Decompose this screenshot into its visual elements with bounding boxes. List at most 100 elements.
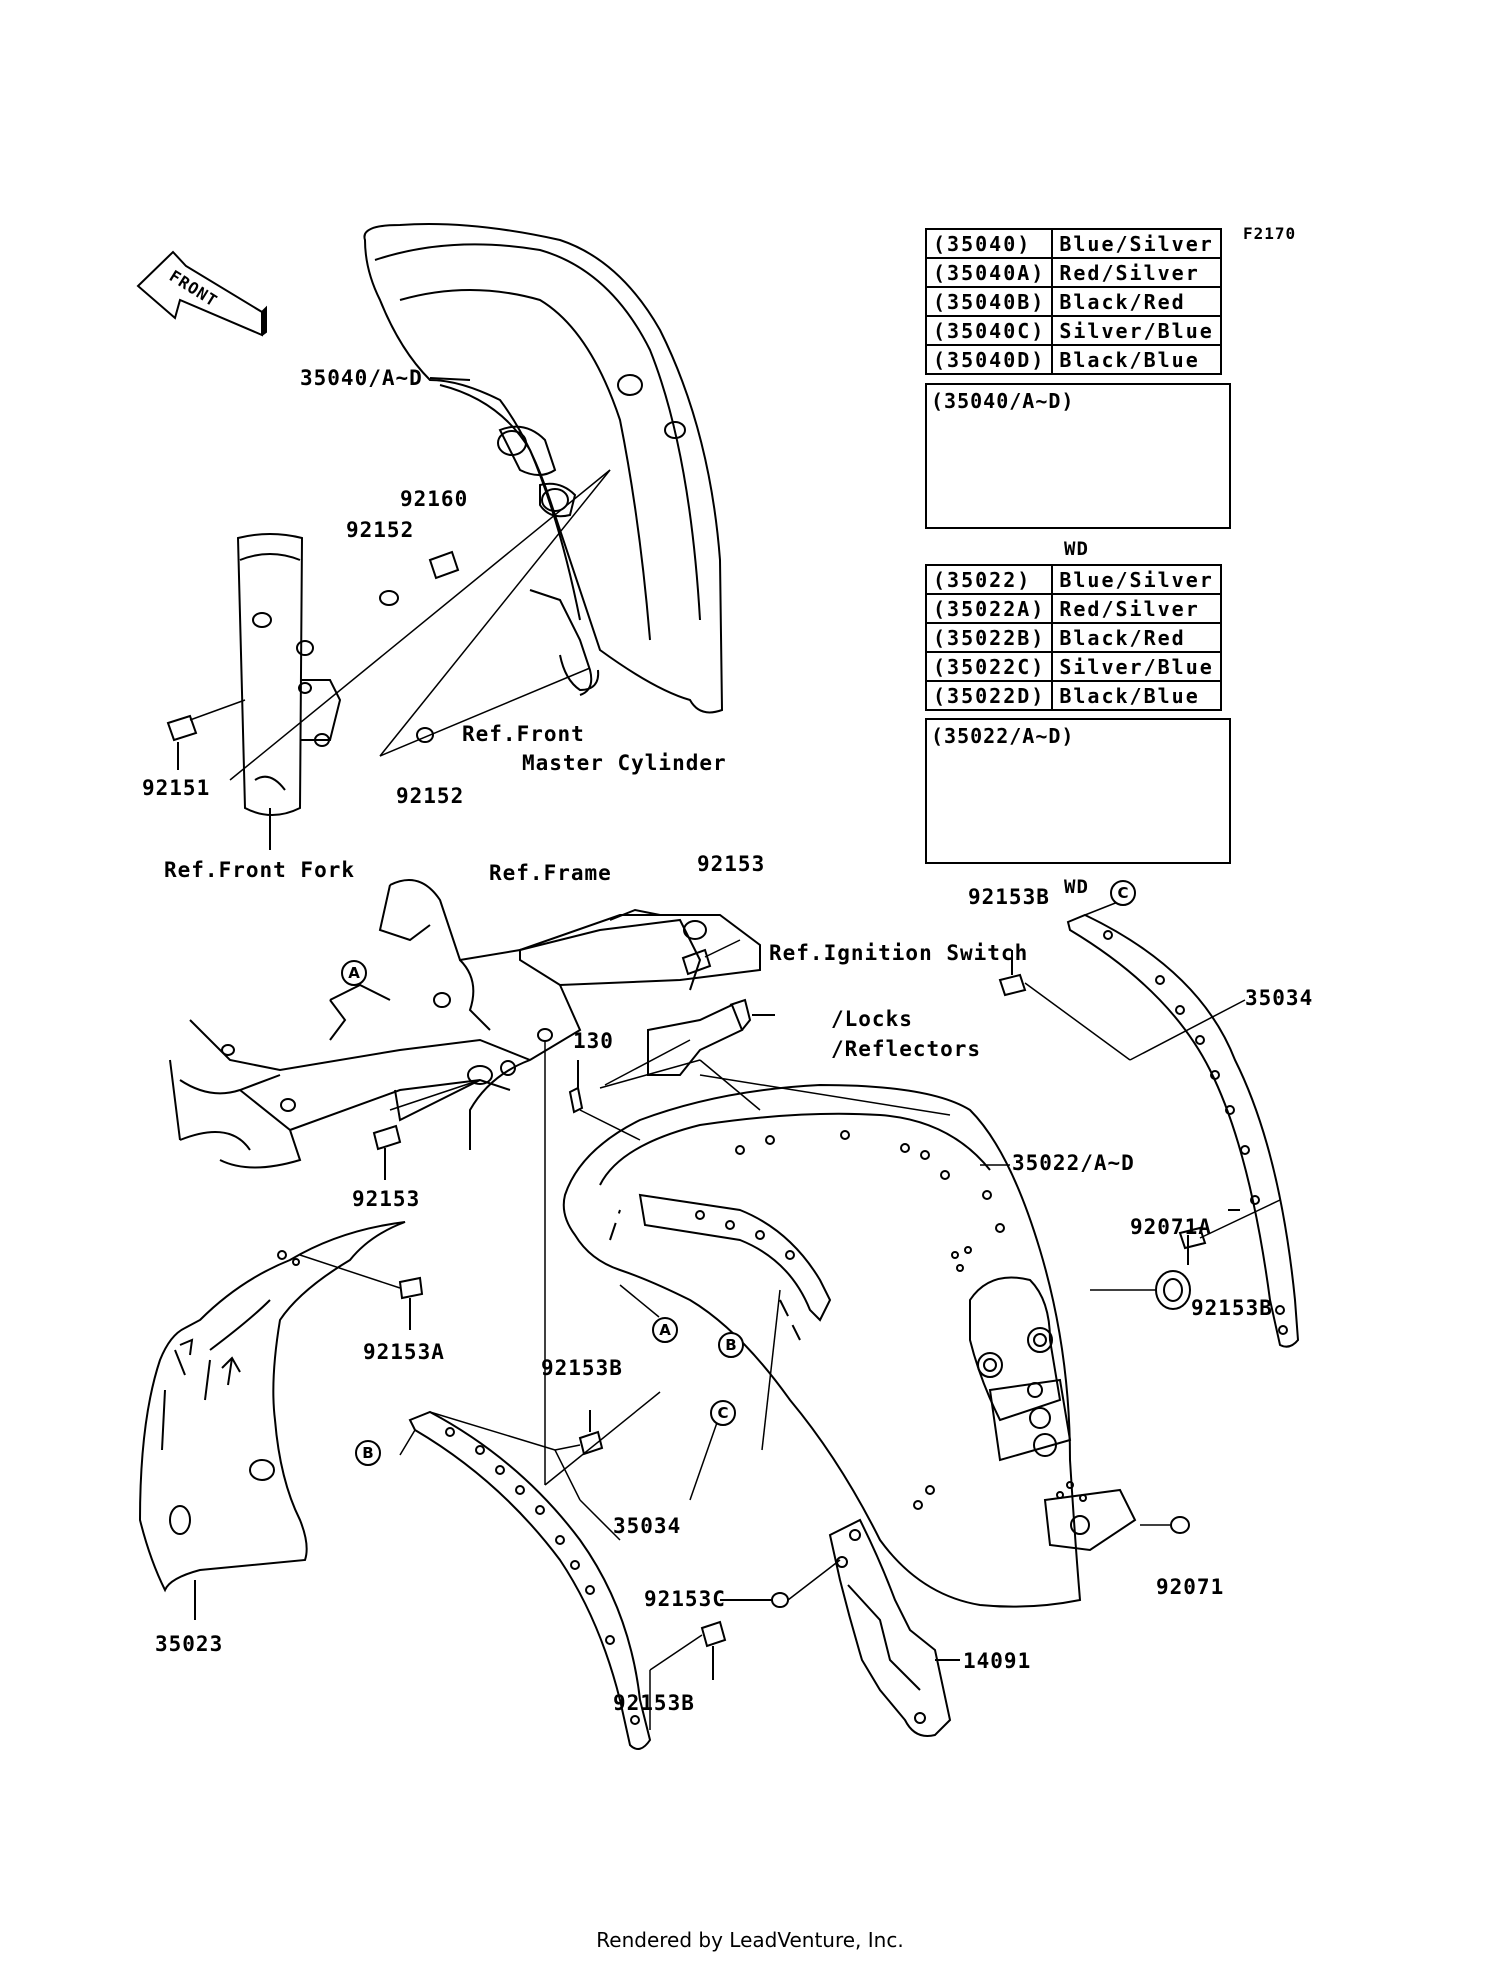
bolt-92153b-bottom-icon: [700, 1620, 727, 1648]
ref-frame: Ref.Frame: [489, 861, 612, 885]
ref-ignition-3: /Reflectors: [831, 1037, 982, 1061]
table-row: (35022A)Red/Silver: [924, 593, 1222, 624]
color-cell: Black/Red: [1051, 622, 1222, 653]
bolt-92153-left-icon: [372, 1124, 402, 1151]
grommet-92071a-icon: [1155, 1270, 1191, 1310]
part-code-cell: (35040C): [924, 315, 1054, 346]
ref-front-fork: Ref.Front Fork: [164, 858, 356, 882]
bracket-14091-drawing: [828, 1518, 952, 1737]
strip-35034-right-drawing: [1066, 913, 1300, 1348]
ref-ignition-2: /Locks: [831, 1007, 913, 1031]
table-row: (35040B)Black/Red: [924, 286, 1222, 317]
part-code-cell: (35040D): [924, 344, 1054, 375]
callout-a-fender: A: [652, 1317, 678, 1343]
color-cell: Blue/Silver: [1051, 564, 1222, 595]
ignition-bracket-icon: [647, 1003, 744, 1076]
rear-fender-drawing: [562, 1083, 1137, 1608]
color-cell: Red/Silver: [1051, 257, 1222, 288]
callout-c-strip: C: [1110, 880, 1136, 906]
bolt-92153b-wd-icon: [998, 973, 1027, 997]
bolt-92153b-mid-icon: [578, 1430, 604, 1456]
color-cell: Red/Silver: [1051, 593, 1222, 624]
label-130: 130: [573, 1029, 614, 1053]
table-row: (35022D)Black/Blue: [924, 680, 1222, 711]
label-front-fender: 35040/A~D: [300, 366, 423, 390]
strip-35034-left-drawing: [408, 1410, 652, 1750]
leader-front-fender: [429, 377, 471, 381]
label-92153b-right: 92153B: [1191, 1296, 1273, 1320]
color-table-35040: (35040)Blue/Silver (35040A)Red/Silver (3…: [924, 228, 1222, 375]
front-fender-drawing: [363, 223, 724, 714]
part-code-cell: (35022C): [924, 651, 1054, 682]
bolt-92151-icon: [166, 714, 198, 742]
color-cell: Silver/Blue: [1051, 315, 1222, 346]
bolt-130-icon: [568, 1086, 584, 1114]
color-cell: Blue/Silver: [1051, 228, 1222, 259]
label-92153b-wd: 92153B: [968, 885, 1050, 909]
label-35034-right: 35034: [1245, 986, 1314, 1010]
wd-label-1: WD: [1064, 538, 1089, 560]
label-92152-bottom: 92152: [396, 784, 465, 808]
cover-35023-drawing: [138, 1221, 406, 1593]
callout-b-fender: B: [718, 1332, 744, 1358]
washer-92152-icon: [379, 590, 399, 606]
label-92160: 92160: [400, 487, 469, 511]
table-row: (35040)Blue/Silver: [924, 228, 1222, 259]
label-92153-left: 92153: [352, 1187, 421, 1211]
grommet-92071-icon: [1170, 1516, 1190, 1534]
inset-box-35022: (35022/A~D): [925, 718, 1231, 864]
bolt-92153b-right-icon: [1178, 1226, 1207, 1250]
part-code-cell: (35022D): [924, 680, 1054, 711]
part-code-cell: (35022B): [924, 622, 1054, 653]
part-code-cell: (35022): [924, 564, 1054, 595]
callout-c-fender: C: [710, 1400, 736, 1426]
label-35023: 35023: [155, 1632, 224, 1656]
bolt-92153-top-icon: [681, 948, 712, 976]
table-row: (35022B)Black/Red: [924, 622, 1222, 653]
color-cell: Black/Blue: [1051, 344, 1222, 375]
bolt-92153a-icon: [398, 1276, 424, 1300]
label-14091: 14091: [963, 1649, 1032, 1673]
label-92152-top: 92152: [346, 518, 415, 542]
color-cell: Black/Blue: [1051, 680, 1222, 711]
ref-ignition-1: Ref.Ignition Switch: [769, 941, 1029, 965]
nut-92153c-icon: [771, 1592, 789, 1608]
label-92153-top: 92153: [697, 852, 766, 876]
color-table-35022: (35022)Blue/Silver (35022A)Red/Silver (3…: [924, 564, 1222, 711]
front-fork-drawing: [236, 533, 342, 850]
damper-92160-icon: [428, 550, 460, 580]
figure-code: F2170: [1243, 224, 1297, 243]
frame-drawing: [169, 879, 761, 1169]
color-cell: Black/Red: [1051, 286, 1222, 317]
table-row: (35022)Blue/Silver: [924, 564, 1222, 595]
ref-master-cylinder-2: Master Cylinder: [522, 751, 727, 775]
part-code-cell: (35040B): [924, 286, 1054, 317]
ref-master-cylinder-1: Ref.Front: [462, 722, 585, 746]
label-92151: 92151: [142, 776, 211, 800]
part-code-cell: (35040): [924, 228, 1054, 259]
table-row: (35040D)Black/Blue: [924, 344, 1222, 375]
label-rear-fender: 35022/A~D: [1012, 1151, 1135, 1175]
table-row: (35040C)Silver/Blue: [924, 315, 1222, 346]
label-92071a: 92071A: [1130, 1215, 1212, 1239]
inset-caption: (35022/A~D): [931, 724, 1075, 748]
inset-caption: (35040/A~D): [931, 389, 1075, 413]
part-code-cell: (35040A): [924, 257, 1054, 288]
washer-92152b-icon: [416, 727, 434, 743]
table-row: (35022C)Silver/Blue: [924, 651, 1222, 682]
label-92153a: 92153A: [363, 1340, 445, 1364]
color-cell: Silver/Blue: [1051, 651, 1222, 682]
part-code-cell: (35022A): [924, 593, 1054, 624]
label-92153c: 92153C: [644, 1587, 726, 1611]
label-35034-left: 35034: [613, 1514, 682, 1538]
footer-credit: Rendered by LeadVenture, Inc.: [596, 1928, 904, 1952]
wd-label-2: WD: [1064, 876, 1089, 898]
table-row: (35040A)Red/Silver: [924, 257, 1222, 288]
callout-b-strip: B: [355, 1440, 381, 1466]
label-92153b-bottom: 92153B: [613, 1691, 695, 1715]
front-arrow-icon: [136, 250, 267, 337]
label-92071: 92071: [1156, 1575, 1225, 1599]
callout-a-frame: A: [341, 960, 367, 986]
inset-box-35040: (35040/A~D): [925, 383, 1231, 529]
